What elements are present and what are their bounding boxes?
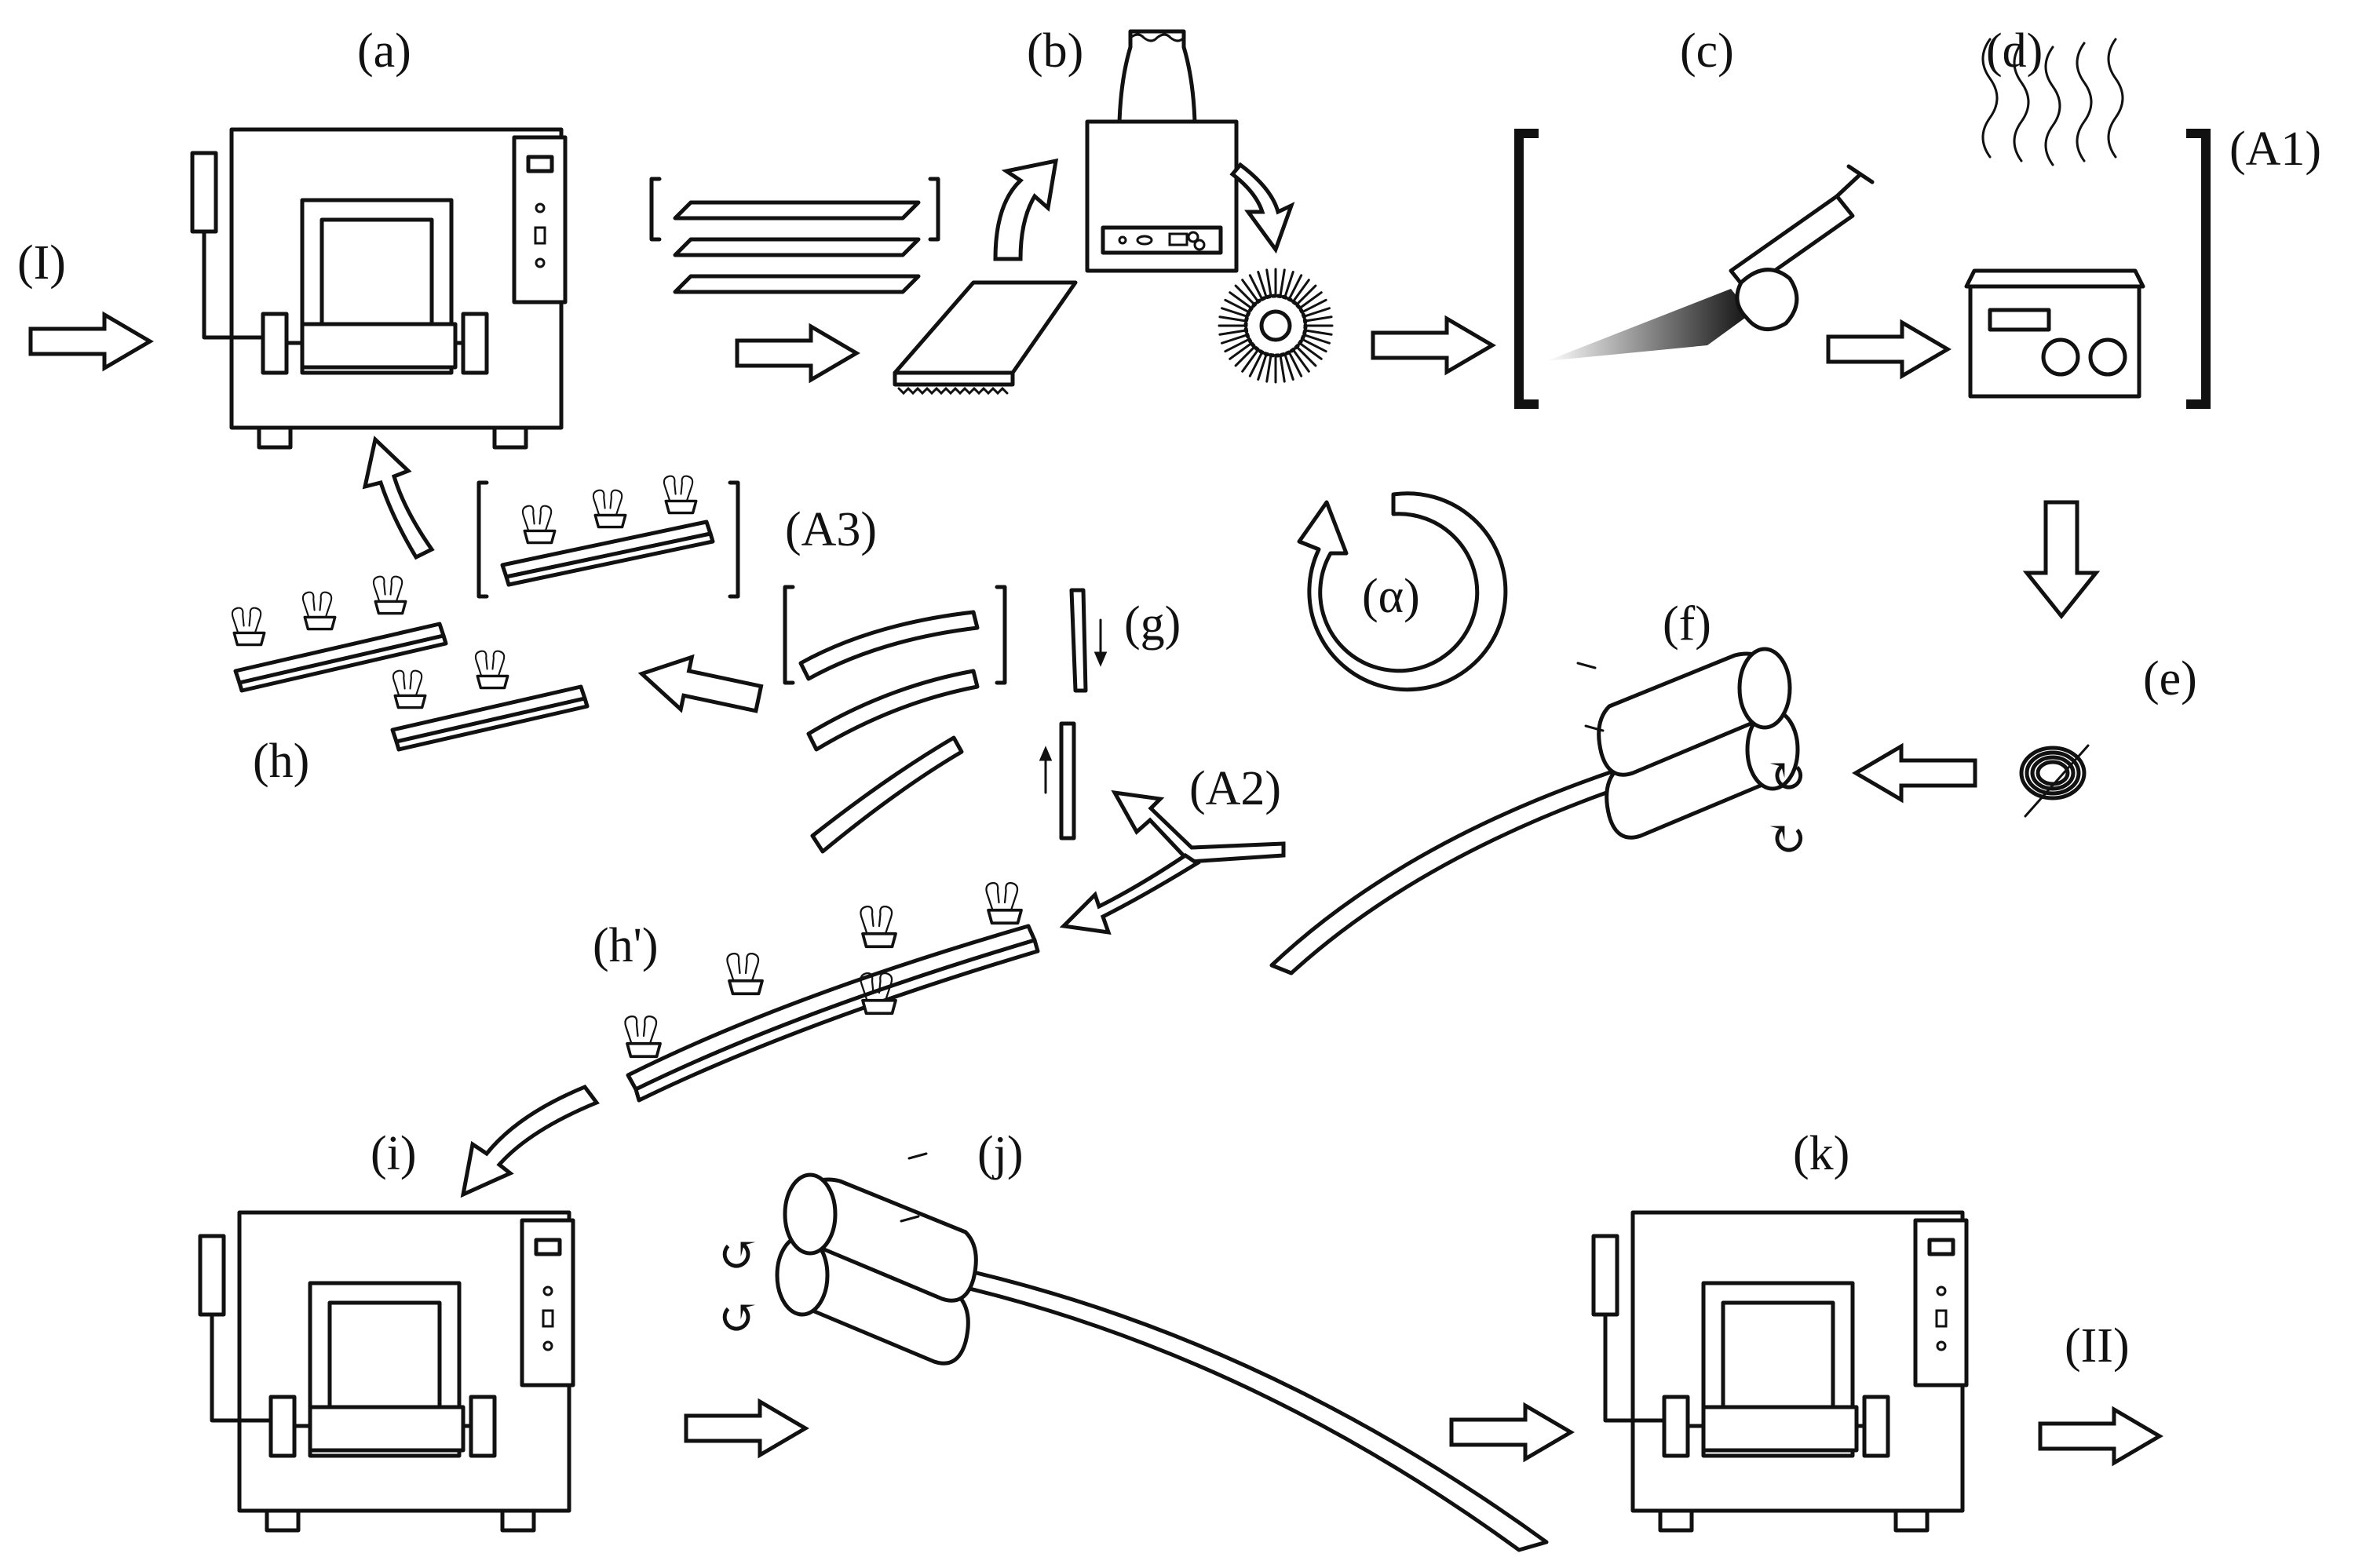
label-g: (g) xyxy=(1124,597,1181,651)
disc-spike xyxy=(1248,352,1263,377)
disc-spike xyxy=(1299,291,1323,308)
arrow-to-c-icon xyxy=(1373,319,1492,372)
disc-spike xyxy=(1304,307,1331,318)
disc-spike xyxy=(1218,329,1246,336)
label-i: (i) xyxy=(371,1127,417,1180)
label-input: (I) xyxy=(17,236,66,290)
disc-spike xyxy=(1305,329,1333,336)
arrow-j-to-k-icon xyxy=(1451,1406,1571,1459)
disc-spike xyxy=(1279,356,1286,383)
label-e: (e) xyxy=(2143,652,2197,706)
disc-spike xyxy=(1224,298,1249,313)
disc-spike xyxy=(1304,334,1331,345)
furnace-k-icon xyxy=(1594,1212,1966,1530)
furnace-a-icon xyxy=(192,129,565,447)
disc-spike xyxy=(1283,354,1294,381)
arrow-i-to-j-icon xyxy=(686,1402,805,1455)
arrow-to-h-icon xyxy=(636,647,764,724)
disc-spike xyxy=(1257,354,1268,381)
arrow-h-to-a-icon xyxy=(362,436,435,560)
arrow-to-plate-icon xyxy=(737,326,856,380)
disc-spike xyxy=(1218,315,1246,323)
svg-text:↺: ↺ xyxy=(718,1229,759,1282)
disc-spike xyxy=(1241,349,1258,373)
disc-spike xyxy=(1234,346,1255,367)
output-arrow-icon xyxy=(2040,1409,2160,1463)
disc-spike xyxy=(1229,343,1252,360)
rolling-mill-j-icon: ↺ ↺ xyxy=(718,1152,1549,1552)
label-A3: (A3) xyxy=(785,503,877,556)
input-arrow-icon xyxy=(31,315,150,368)
label-h-prime: (h') xyxy=(593,919,658,972)
disc-spike xyxy=(1265,268,1272,296)
rolling-mill-f-icon: ↻ ↻ xyxy=(1269,649,1807,975)
svg-text:↻: ↻ xyxy=(1766,750,1807,804)
disc-spike xyxy=(1248,274,1263,299)
arrow-c-to-d-icon xyxy=(1828,323,1948,376)
label-alpha: (α) xyxy=(1362,570,1420,623)
disc-spike xyxy=(1257,271,1268,297)
arrow-down-to-e-icon xyxy=(2022,500,2101,620)
split-arrow-A2-icon xyxy=(1111,789,1286,864)
hot-plate-icon xyxy=(1964,38,2145,399)
arrow-to-h-prime-icon xyxy=(1059,852,1201,935)
label-h: (h) xyxy=(253,735,309,788)
disc-spike xyxy=(1288,274,1303,299)
cycle-arrow-icon xyxy=(1297,491,1508,692)
spray-gun-icon xyxy=(1546,164,1875,361)
disc-spike xyxy=(1229,291,1252,308)
disc-spike xyxy=(1279,268,1286,296)
label-output: (II) xyxy=(2065,1319,2130,1373)
label-f: (f) xyxy=(1663,597,1711,651)
curved-strips-icon xyxy=(783,585,1007,854)
label-j: (j) xyxy=(977,1127,1024,1180)
disc-spike xyxy=(1234,284,1255,305)
binder-clip-stack-A3-icon xyxy=(476,476,740,599)
abrasive-disc-icon xyxy=(1218,268,1334,384)
curved-arrow-to-disc-icon xyxy=(1229,162,1295,254)
plate-stack-icon xyxy=(649,177,940,294)
disc-spike xyxy=(1265,356,1272,383)
disc-spike xyxy=(1305,315,1333,323)
disc-spike xyxy=(1293,279,1310,302)
label-k: (k) xyxy=(1793,1127,1849,1180)
disc-spike xyxy=(1283,271,1294,297)
svg-text:↺: ↺ xyxy=(718,1292,759,1345)
disc-spike xyxy=(1293,349,1310,373)
binder-clip-stack-h-icon xyxy=(232,577,590,752)
disc-spike xyxy=(1221,307,1247,318)
bracket-A1-right xyxy=(2186,129,2211,409)
strip-section-g-icon xyxy=(1039,588,1108,841)
label-a: (a) xyxy=(357,24,411,78)
disc-spike xyxy=(1302,298,1327,313)
disc-spike xyxy=(1224,338,1249,353)
disc-spike xyxy=(1299,343,1323,360)
arrow-to-i-icon xyxy=(460,1084,600,1198)
arrow-e-to-f-icon xyxy=(1856,746,1975,800)
label-A2: (A2) xyxy=(1189,762,1281,815)
disc-spike xyxy=(1296,346,1317,367)
label-A1: (A1) xyxy=(2229,122,2321,176)
disc-spike xyxy=(1302,338,1327,353)
disc-spike xyxy=(1221,334,1247,345)
disc-spike xyxy=(1296,284,1317,305)
sandblaster-icon xyxy=(1085,29,1239,273)
curved-arrow-to-b-icon xyxy=(993,158,1059,261)
furnace-i-icon xyxy=(200,1212,573,1530)
plate-icon xyxy=(893,280,1078,396)
binder-clip-stack-h-prime-icon xyxy=(625,883,1040,1103)
label-b: (b) xyxy=(1027,24,1083,78)
disc-spike xyxy=(1241,279,1258,302)
foil-coil-icon xyxy=(2019,744,2090,818)
bracket-A1-left xyxy=(1514,129,1539,409)
svg-text:↻: ↻ xyxy=(1766,813,1807,866)
disc-spike xyxy=(1288,352,1303,377)
label-c: (c) xyxy=(1680,24,1734,78)
